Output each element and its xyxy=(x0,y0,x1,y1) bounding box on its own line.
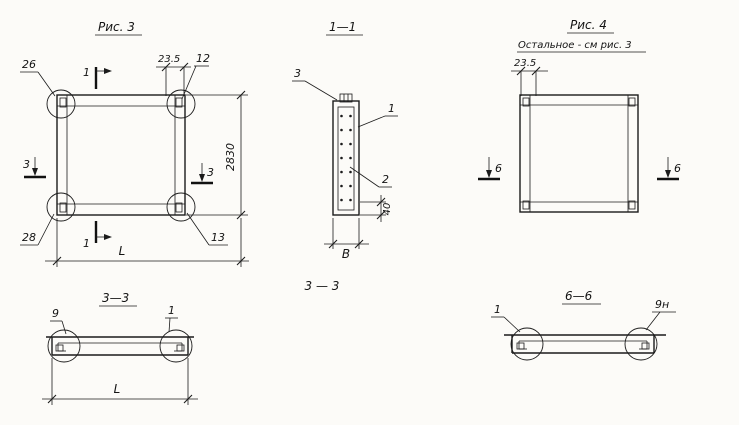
section-1-1-body xyxy=(332,93,360,216)
callout-28-label: 28 xyxy=(22,231,36,244)
callout-1-sec33: 1 xyxy=(165,304,178,333)
dimension-23-5-fig4: 23.5 xyxy=(511,58,548,96)
callout-1-sec33-label: 1 xyxy=(168,304,175,317)
dimension-40-label: 40 xyxy=(382,203,393,216)
dimension-2830: 2830 xyxy=(186,90,248,220)
figure-3-title: Рис. 3 xyxy=(98,20,135,34)
dimension-width-b-label: В xyxy=(342,247,350,261)
callout-1-label: 1 xyxy=(388,102,395,115)
section-mark-1-top: 1 xyxy=(83,66,112,89)
section-mark-3-right: 3 xyxy=(191,163,214,185)
dimension-23-5-fig3-label: 23.5 xyxy=(158,54,180,65)
detail-circle xyxy=(624,327,658,361)
dimension-23-5-fig3: 23.5 xyxy=(156,54,191,96)
figure-4-title: Рис. 4 xyxy=(570,18,607,32)
callout-1-sec66: 1 xyxy=(491,303,521,333)
detail-circle xyxy=(166,89,196,119)
callout-1-sec11: 1 xyxy=(357,102,398,128)
dimension-length-sec33: L xyxy=(42,358,198,405)
detail-circle xyxy=(159,329,193,363)
callout-2-label: 2 xyxy=(382,173,389,186)
callout-1-sec66-label: 1 xyxy=(494,303,501,316)
detail-circle xyxy=(510,327,544,361)
section-3-3: 3—3 9 1 xyxy=(42,291,198,405)
section-3-3-body xyxy=(46,336,194,356)
section-6-6: 6—6 1 9н xyxy=(491,289,676,361)
section-arrow-icon xyxy=(32,168,38,176)
section-mark-6-right: 6 xyxy=(657,157,681,181)
section-mark-6-left-label: 6 xyxy=(495,162,502,175)
dimension-width-b: В xyxy=(324,218,369,261)
dimension-23-5-fig4-label: 23.5 xyxy=(514,58,536,69)
figure-3-corner-detail-circles xyxy=(46,89,196,222)
section-mark-3-left: 3 xyxy=(23,157,46,179)
callout-12-label: 12 xyxy=(196,52,210,65)
detail-circle xyxy=(166,192,196,222)
callout-9: 9 xyxy=(50,307,67,335)
section-mark-3-left-label: 3 xyxy=(23,158,30,171)
callout-9-label: 9 xyxy=(52,307,59,320)
section-arrow-icon xyxy=(199,174,205,182)
section-mark-6-right-label: 6 xyxy=(674,162,681,175)
callout-9n: 9н xyxy=(645,298,676,331)
callout-26-label: 26 xyxy=(22,58,36,71)
callout-26: 26 xyxy=(20,58,56,97)
detail-circle xyxy=(47,329,81,363)
callout-28: 28 xyxy=(20,213,55,246)
section-1-1: 1—1 3 1 2 xyxy=(292,20,398,293)
callout-3-sec11: 3 xyxy=(292,67,338,101)
detail-circle xyxy=(46,89,76,119)
callout-3-label: 3 xyxy=(294,67,301,80)
section-1-1-caption-below: 3 — 3 xyxy=(305,279,340,293)
dimension-length-fig3-label: L xyxy=(119,244,126,258)
dimension-40: 40 xyxy=(360,195,393,222)
section-arrow-icon xyxy=(104,68,112,74)
callout-13-label: 13 xyxy=(211,231,225,244)
figure-4: Рис. 4 Остальное - см рис. 3 23.5 xyxy=(478,18,681,213)
section-1-1-title: 1—1 xyxy=(329,20,356,34)
figure-3-panel-outline xyxy=(56,94,186,216)
section-6-6-body xyxy=(504,334,666,354)
dimension-length-sec33-label: L xyxy=(114,382,121,396)
section-arrow-icon xyxy=(486,170,492,178)
figure-4-panel-outline xyxy=(519,94,639,213)
section-mark-1-bottom: 1 xyxy=(83,221,112,250)
figure-4-note: Остальное - см рис. 3 xyxy=(518,40,632,51)
section-mark-6-left: 6 xyxy=(478,157,502,181)
section-arrow-icon xyxy=(665,170,671,178)
callout-12: 12 xyxy=(181,52,210,100)
figure-3: Рис. 3 1 1 xyxy=(20,20,249,267)
detail-circle xyxy=(46,192,76,222)
dimension-length-fig3: L xyxy=(45,218,249,267)
section-mark-3-right-label: 3 xyxy=(207,166,214,179)
section-mark-1-top-label: 1 xyxy=(83,66,90,79)
callout-13: 13 xyxy=(186,212,228,246)
dimension-2830-label: 2830 xyxy=(224,143,237,171)
section-arrow-icon xyxy=(104,234,112,240)
section-mark-1-bottom-label: 1 xyxy=(83,237,90,250)
section-6-6-title: 6—6 xyxy=(565,289,593,303)
callout-2-sec11: 2 xyxy=(349,166,392,188)
callout-9n-label: 9н xyxy=(655,298,669,311)
section-3-3-title: 3—3 xyxy=(102,291,129,305)
